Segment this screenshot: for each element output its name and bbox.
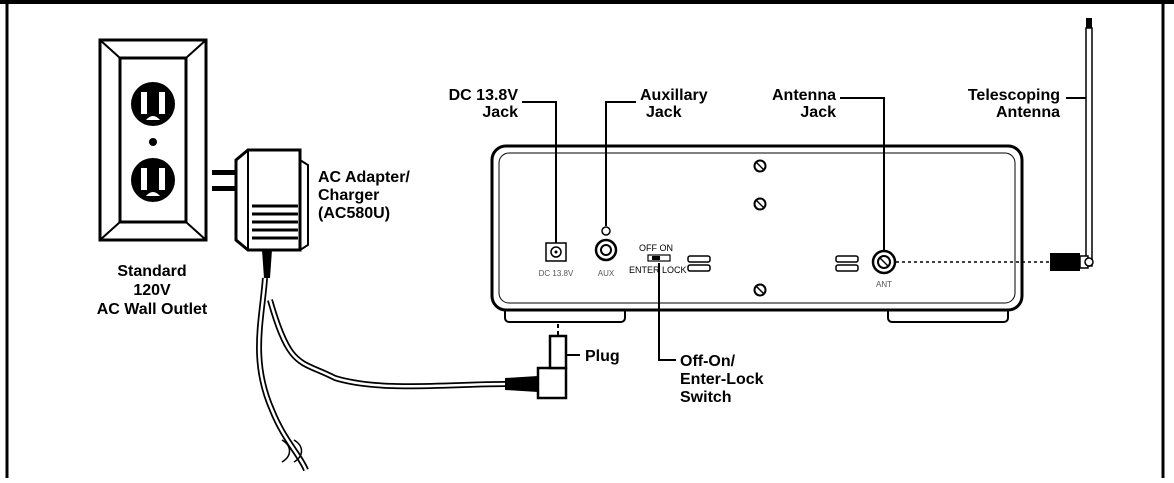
outlet-label-line-2: 120V — [133, 282, 171, 299]
aux-jack — [594, 226, 618, 262]
adapter-label-line-2: Charger — [318, 187, 379, 204]
dc-jack — [545, 242, 567, 262]
switch-label-line-1: Off-On/ — [680, 353, 736, 370]
adapter-label: AC Adapter/ Charger (AC580U) — [318, 169, 410, 222]
telescoping-antenna-label-line-1: Telescoping — [968, 87, 1060, 104]
outlet-label-line-1: Standard — [117, 263, 186, 280]
aux-jack-label-line-2: Jack — [646, 104, 682, 121]
outlet-label-line-3: AC Wall Outlet — [97, 301, 208, 318]
leader-lines — [522, 97, 1086, 361]
ac-adapter — [212, 148, 309, 278]
antenna-jack — [871, 249, 897, 275]
aux-jack-label: Auxillary Jack — [640, 87, 708, 121]
switch-label-line-2: Enter-Lock — [680, 371, 764, 388]
telescoping-antenna-label: Telescoping Antenna — [968, 87, 1060, 121]
switch-bottom-text: ENTER LOCK — [629, 265, 687, 275]
plug-label: Plug — [585, 348, 620, 365]
telescoping-antenna-label-line-2: Antenna — [996, 104, 1060, 121]
aux-jack-panel-text: AUX — [598, 269, 615, 278]
telescoping-antenna — [1050, 18, 1094, 271]
adapter-label-line-3: (AC580U) — [318, 205, 390, 222]
dc-jack-label: DC 13.8V Jack — [449, 87, 519, 121]
wall-outlet — [98, 38, 208, 242]
adapter-label-line-1: AC Adapter/ — [318, 169, 410, 186]
scanner-body — [490, 144, 1024, 323]
dc-jack-panel-text: DC 13.8V — [539, 269, 574, 278]
antenna-jack-label-line-2: Jack — [800, 104, 836, 121]
aux-jack-label-line-1: Auxillary — [640, 87, 708, 104]
switch-label: Off-On/ Enter-Lock Switch — [680, 353, 764, 406]
antenna-jack-label-line-1: Antenna — [772, 87, 836, 104]
switch-top-text: OFF ON — [639, 243, 673, 253]
dc-jack-label-line-1: DC 13.8V — [449, 87, 519, 104]
antenna-jack-label: Antenna Jack — [772, 87, 836, 121]
dc-jack-label-line-2: Jack — [482, 104, 518, 121]
dc-plug — [536, 268, 580, 400]
outlet-label: Standard 120V AC Wall Outlet — [97, 263, 208, 318]
switch-label-line-3: Switch — [680, 389, 732, 406]
off-on-enter-lock-switch — [647, 254, 671, 262]
antenna-jack-panel-text: ANT — [876, 280, 892, 289]
power-cord — [256, 277, 538, 472]
